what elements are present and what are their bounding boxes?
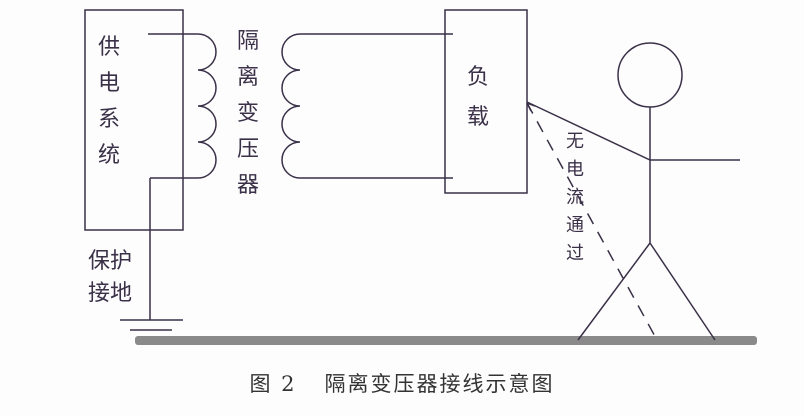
grounding-label: 保护 接地 (88, 246, 132, 310)
figure-title: 隔离变压器接线示意图 (324, 372, 555, 396)
ground-symbol (120, 319, 183, 331)
primary-coil (148, 33, 217, 179)
person-head (617, 42, 683, 108)
load-box (444, 9, 528, 194)
ground-floor (135, 336, 757, 345)
figure-caption: 图 2 隔离变压器接线示意图 (0, 368, 804, 398)
grounding-label-line2: 接地 (88, 281, 133, 306)
secondary-coil (281, 33, 453, 179)
transformer-label: 隔离变压器 (236, 29, 259, 198)
no-current-path (526, 102, 658, 341)
grounding-label-line1: 保护 (88, 249, 133, 274)
no-current-label: 无电流通过 (566, 131, 584, 264)
supply-label: 供电系统 (97, 35, 120, 168)
person-body (526, 101, 740, 341)
load-label: 负载 (466, 65, 489, 130)
arrow-head (526, 102, 536, 112)
figure-number: 图 2 (249, 372, 297, 396)
supply-box (84, 9, 184, 231)
